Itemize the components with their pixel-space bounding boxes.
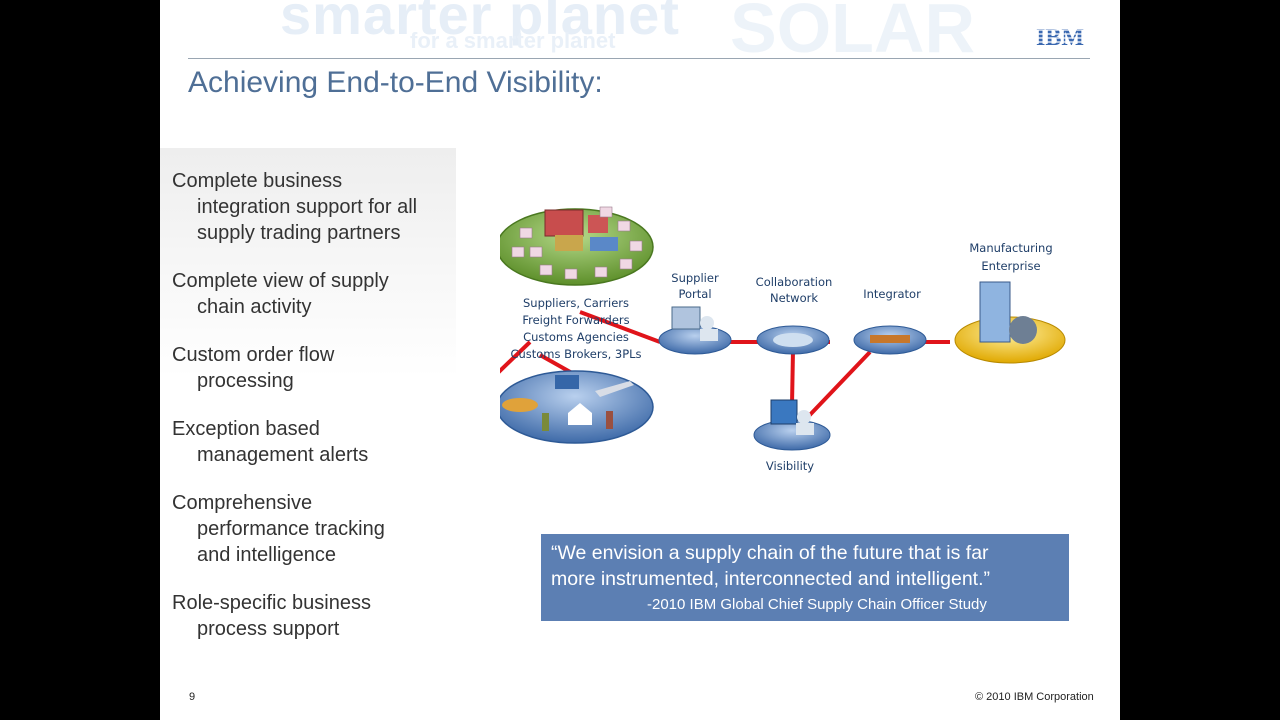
bullet-line: management alerts [172, 442, 446, 468]
suppliers-label-line: Suppliers, Carriers [523, 296, 629, 310]
bullet-line: performance tracking [172, 516, 446, 542]
watermark-subtext: for a smarter planet [410, 28, 615, 54]
slide: SOLAR smarter planet for a smarter plane… [160, 0, 1120, 720]
quote-line-1: “We envision a supply chain of the futur… [551, 540, 989, 566]
page-number: 9 [189, 691, 195, 703]
visibility-label: Visibility [766, 459, 814, 473]
quote-attribution: -2010 IBM Global Chief Supply Chain Offi… [647, 596, 987, 613]
bullet-line: Role-specific business [172, 590, 446, 616]
collaboration-network-icon [757, 326, 829, 354]
quote-line-2: more instrumented, interconnected and in… [551, 566, 990, 592]
bullet-line: Comprehensive [172, 490, 446, 516]
bullet-item: Comprehensive performance tracking and i… [160, 468, 456, 568]
bullet-line: process support [172, 616, 446, 642]
manufacturing-enterprise-label: Enterprise [981, 259, 1040, 273]
bullet-item: Custom order flow processing [160, 320, 456, 394]
connector-line [805, 352, 870, 420]
bullet-line: processing [172, 368, 446, 394]
connector-line [792, 350, 793, 405]
bullet-line: chain activity [172, 294, 446, 320]
quote-box: “We envision a supply chain of the futur… [541, 534, 1069, 621]
bullet-line: Custom order flow [172, 342, 446, 368]
integrator-label: Integrator [863, 287, 921, 301]
supplier-portal-icon [659, 307, 731, 354]
suppliers-label-line: Customs Brokers, 3PLs [510, 347, 641, 361]
slide-title: Achieving End-to-End Visibility: [188, 66, 603, 100]
suppliers-label-line: Customs Agencies [523, 330, 629, 344]
bullet-line: supply trading partners [172, 220, 446, 246]
bullet-line: Exception based [172, 416, 446, 442]
bullet-item: Role-specific business process support [160, 568, 456, 642]
supplier-portal-label: Supplier [671, 271, 719, 285]
bullet-item: Complete view of supply chain activity [160, 246, 456, 320]
logistics-network-icon [500, 371, 653, 443]
bullet-line: and intelligence [172, 542, 446, 568]
bullet-item: Complete business integration support fo… [160, 148, 456, 246]
ibm-logo: IBM [1030, 24, 1090, 50]
copyright: © 2010 IBM Corporation [975, 691, 1094, 703]
bullet-line: Complete view of supply [172, 268, 446, 294]
bullet-line: integration support for all [172, 194, 446, 220]
bullet-list: Complete business integration support fo… [160, 148, 456, 642]
suppliers-label-line: Freight Forwarders [522, 313, 629, 327]
collaboration-network-label: Collaboration [756, 275, 833, 289]
bullet-item: Exception based management alerts [160, 394, 456, 468]
supplier-portal-label: Portal [678, 287, 711, 301]
supply-chain-network-diagram: Suppliers, Carriers Freight Forwarders C… [500, 195, 1080, 485]
manufacturing-enterprise-icon [955, 282, 1065, 363]
manufacturing-enterprise-label: Manufacturing [969, 241, 1052, 255]
suppliers-network-icon [500, 207, 653, 285]
collaboration-network-label: Network [770, 291, 818, 305]
integrator-icon [854, 326, 926, 354]
header-divider [188, 58, 1090, 59]
bullet-line: Complete business [172, 168, 446, 194]
